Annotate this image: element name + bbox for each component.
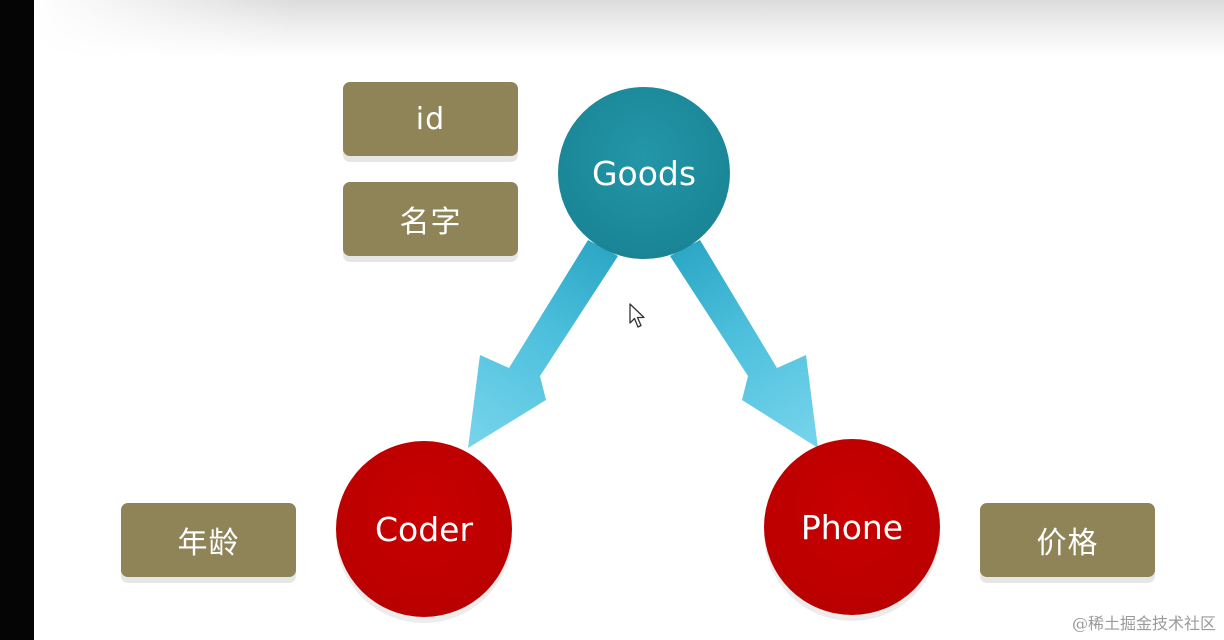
arrow-goods-to-coder bbox=[468, 240, 618, 448]
coder-node-label: Coder bbox=[374, 509, 474, 549]
attribute-price-label: 价格 bbox=[1036, 526, 1099, 561]
arrow-goods-to-phone bbox=[670, 240, 818, 448]
attribute-age-box: 年龄 bbox=[121, 503, 296, 577]
phone-node: Phone bbox=[764, 439, 940, 615]
attribute-name-label: 名字 bbox=[399, 205, 462, 240]
top-shadow-fade bbox=[34, 0, 294, 58]
goods-node: Goods bbox=[558, 87, 730, 259]
phone-node-label: Phone bbox=[800, 507, 904, 547]
attribute-name-box: 名字 bbox=[343, 182, 518, 256]
attribute-id-box: id bbox=[343, 82, 518, 156]
watermark-text: @稀土掘金技术社区 bbox=[1071, 614, 1216, 633]
left-dark-border bbox=[0, 0, 34, 640]
attribute-age-label: 年龄 bbox=[177, 526, 240, 561]
attribute-id-label: id bbox=[415, 101, 446, 137]
mouse-pointer-icon bbox=[629, 303, 645, 328]
coder-node: Coder bbox=[336, 441, 512, 617]
goods-node-label: Goods bbox=[591, 153, 697, 193]
attribute-price-box: 价格 bbox=[980, 503, 1155, 577]
